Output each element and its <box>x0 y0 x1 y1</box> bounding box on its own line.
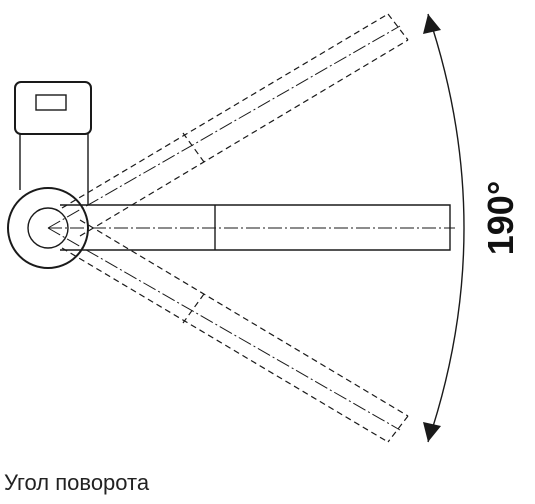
angle-label: 190° <box>480 181 521 255</box>
faucet-body <box>7 81 92 269</box>
spout-lower-edge-top <box>79 219 409 417</box>
spout-lower-edge-bottom <box>61 247 389 443</box>
faucet-handle-head <box>14 81 92 135</box>
spout-upper-tip <box>387 13 409 41</box>
faucet-handle-slot <box>35 94 67 111</box>
spout-upper-position <box>61 13 409 237</box>
arc-arrowhead-bottom <box>423 422 441 442</box>
spout-upper-joint <box>182 132 205 163</box>
axis-lower <box>47 227 401 431</box>
caption: Угол поворота <box>4 470 150 495</box>
faucet-column <box>19 134 89 205</box>
spout-lower-position <box>61 219 409 443</box>
angle-arc-line <box>427 13 465 443</box>
arc-arrowhead-top <box>423 14 441 34</box>
spout-lower-tip <box>387 415 409 443</box>
angle-arc <box>423 13 465 443</box>
rotation-axes <box>47 25 455 431</box>
axis-upper <box>47 25 401 229</box>
faucet-base-inner <box>27 207 69 249</box>
spout-upper-edge-bottom <box>79 39 409 237</box>
spout-upper-edge-top <box>61 13 389 209</box>
spout-lower-joint <box>182 293 205 324</box>
